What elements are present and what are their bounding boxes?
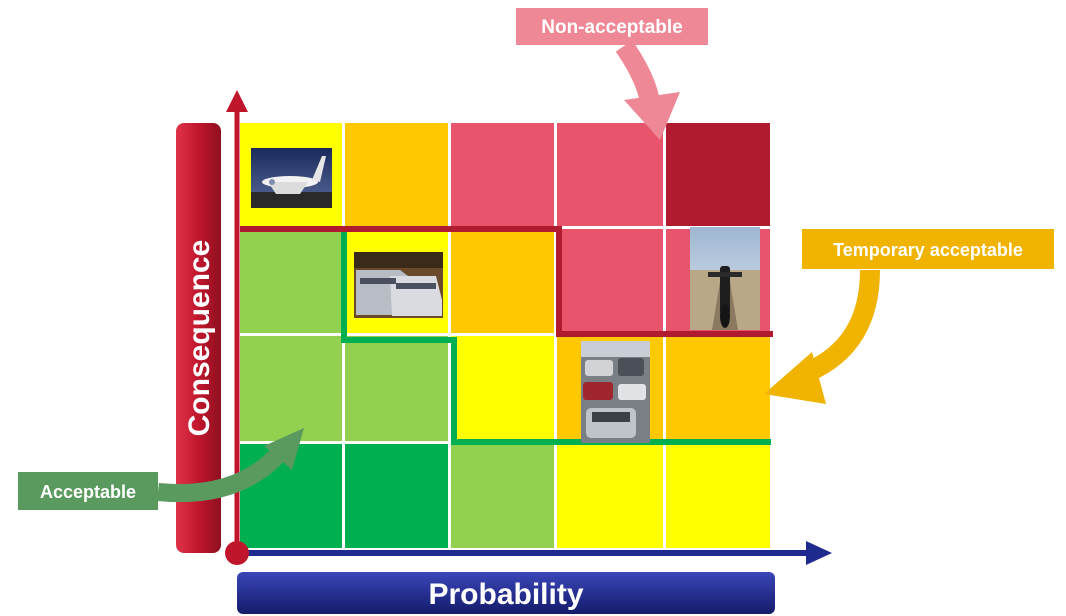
acceptable-callout: Acceptable <box>18 428 304 510</box>
temporary-acceptable-arrowhead <box>764 352 826 404</box>
non-acceptable-boundary <box>240 226 773 337</box>
matrix-cell <box>345 444 448 548</box>
train-photo <box>354 252 443 318</box>
matrix-cell <box>557 444 663 548</box>
traffic-jam-photo <box>581 341 650 443</box>
temporary-acceptable-callout: Temporary acceptable <box>764 229 1054 404</box>
non-acceptable-callout: Non-acceptable <box>516 8 708 140</box>
matrix-cell <box>666 336 770 441</box>
acceptable-arrowhead <box>264 428 304 470</box>
matrix-cell <box>451 336 554 441</box>
airplane-photo <box>251 148 332 208</box>
matrix-cell <box>666 444 770 548</box>
matrix-cell <box>240 229 342 333</box>
matrix-cell <box>666 123 770 226</box>
consequence-label: Consequence <box>183 240 216 437</box>
matrix-cell <box>451 444 554 548</box>
matrix-cells <box>240 123 770 548</box>
motorcycle-photo <box>690 227 760 330</box>
non-acceptable-label: Non-acceptable <box>541 17 682 38</box>
temporary-acceptable-label: Temporary acceptable <box>833 240 1023 260</box>
non-acceptable-arrowhead <box>624 92 680 140</box>
matrix-cell <box>557 229 663 333</box>
matrix-cell <box>557 123 663 226</box>
probability-label: Probability <box>428 578 583 611</box>
matrix-cell <box>451 123 554 226</box>
acceptable-boundary <box>341 232 771 445</box>
acceptable-label: Acceptable <box>40 482 136 502</box>
x-axis-arrow <box>237 541 832 565</box>
consequence-axis-bar: Consequence <box>176 123 221 553</box>
matrix-cell <box>451 229 554 333</box>
matrix-cell <box>345 123 448 226</box>
matrix-cell <box>240 336 342 441</box>
matrix-cell <box>345 336 448 441</box>
axis-origin <box>225 541 249 565</box>
probability-axis-bar: Probability <box>237 572 775 614</box>
